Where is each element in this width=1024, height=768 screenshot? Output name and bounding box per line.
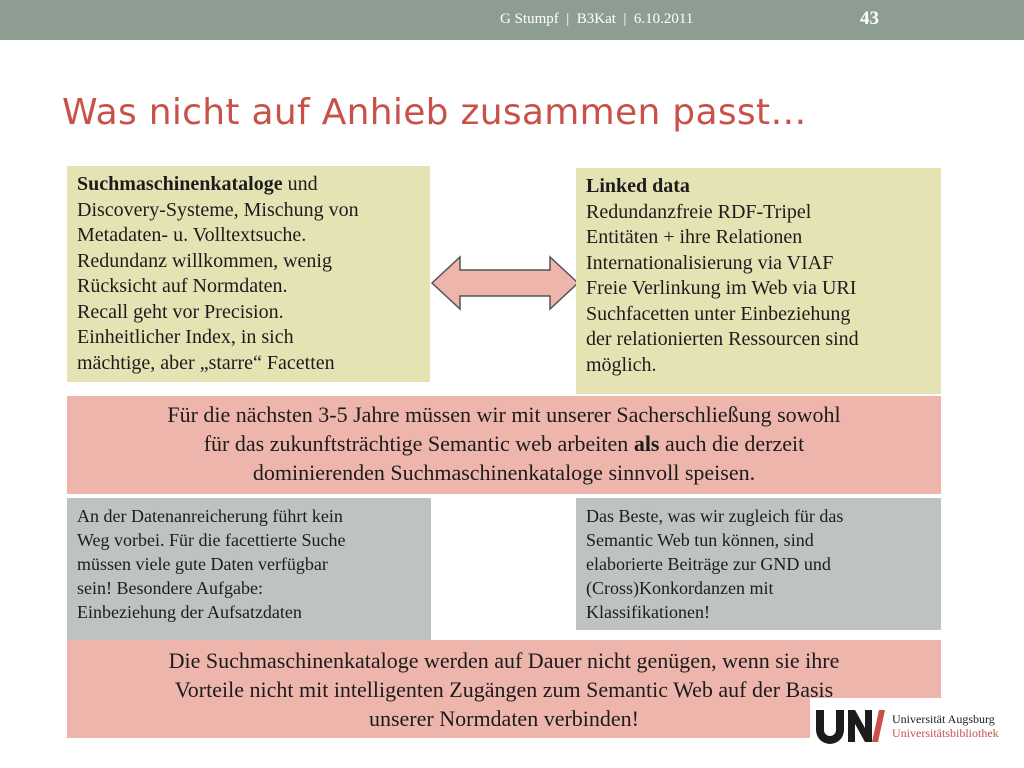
library-name: Universitätsbibliothek [892, 726, 999, 740]
data-enrichment-box: An der Datenanreicherung führt kein Weg … [67, 498, 431, 640]
box-line-pre: für das zukunftsträchtige Semantic web a… [203, 431, 634, 456]
box-line: Redundanzfreie RDF-Tripel [586, 200, 812, 223]
box-line: Für die nächsten 3-5 Jahre müssen wir mi… [167, 402, 841, 427]
box-line: Freie Verlinkung im Web via URI [586, 277, 857, 299]
university-name: Universität Augsburg [892, 712, 995, 726]
box-heading: Linked data [586, 174, 931, 200]
box-line: Redundanz willkommen, wenig [77, 249, 332, 272]
box-line: Semantic Web tun können, sind [586, 530, 814, 550]
unia-logo-mark-icon [816, 710, 885, 744]
box-line: möglich. [586, 353, 657, 376]
header-info: G Stumpf | B3Kat | 6.10.2011 [500, 11, 694, 27]
box-line-post: auch die derzeit [659, 431, 805, 456]
box-heading-text: Linked data [586, 175, 690, 197]
box-line: Einheitlicher Index, in sich [77, 326, 294, 348]
box-line: unserer Normdaten verbinden! [368, 706, 639, 731]
box-line: Einbeziehung der Aufsatzdaten [77, 602, 302, 622]
box-line-rest: und [282, 173, 318, 195]
box-line: dominierenden Suchmaschinenkataloge sinn… [252, 460, 756, 485]
box-line: Die Suchmaschinenkataloge werden auf Dau… [168, 648, 840, 673]
box-line: Metadaten- u. Volltextsuche. [77, 224, 307, 246]
box-line: Rücksicht auf Normdaten. [77, 275, 288, 297]
box-heading: Suchmaschinenkataloge [77, 173, 283, 195]
box-line: Das Beste, was wir zugleich für das [586, 506, 844, 526]
box-line: Klassifikationen! [586, 602, 710, 622]
box-line: müssen viele gute Daten verfügbar [77, 554, 328, 574]
conclusion-box: Für die nächsten 3-5 Jahre müssen wir mi… [67, 396, 941, 494]
linked-data-box: Linked data Redundanzfreie RDF-Tripel En… [576, 168, 941, 394]
page-number: 43 [860, 8, 879, 29]
box-line: mächtige, aber „starre“ Facetten [77, 351, 335, 374]
box-line: Suchmaschinenkataloge und [77, 172, 420, 198]
box-line: Recall geht vor Precision. [77, 300, 284, 323]
final-statement-box: Die Suchmaschinenkataloge werden auf Dau… [67, 640, 941, 738]
box-line: der relationierten Ressourcen sind [586, 328, 859, 350]
search-engine-catalogs-box: Suchmaschinenkataloge und Discovery-Syst… [67, 166, 430, 382]
box-line: Discovery-Systeme, Mischung von [77, 198, 359, 221]
box-line: sein! Besondere Aufgabe: [77, 578, 263, 598]
box-line: An der Datenanreicherung führt kein [77, 506, 343, 526]
box-line: Weg vorbei. Für die facettierte Suche [77, 530, 346, 550]
box-line: Entitäten + ihre Relationen [586, 226, 803, 248]
box-line: Vorteile nicht mit intelligenten Zugänge… [174, 677, 834, 702]
slide-title: Was nicht auf Anhieb zusammen passt… [62, 92, 807, 133]
double-arrow-icon [430, 255, 580, 311]
box-line: für das zukunftsträchtige Semantic web a… [77, 429, 931, 458]
university-logo: Universität Augsburg Universitätsbibliot… [810, 698, 1010, 752]
box-line: Internationalisierung via VIAF [586, 251, 834, 274]
box-line: elaborierte Beiträge zur GND und [586, 554, 831, 574]
slide-header-bar: G Stumpf | B3Kat | 6.10.2011 43 [0, 0, 1024, 40]
box-line: Suchfacetten unter Einbeziehung [586, 302, 851, 325]
box-line: (Cross)Konkordanzen mit [586, 578, 774, 598]
box-line-emphasis: als [633, 431, 660, 456]
gnd-contributions-box: Das Beste, was wir zugleich für das Sema… [576, 498, 941, 630]
